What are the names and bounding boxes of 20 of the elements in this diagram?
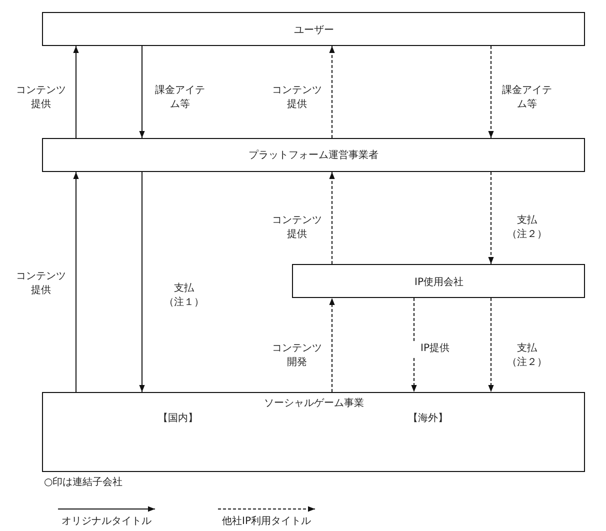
edge-label: コンテンツ開発 — [271, 342, 323, 369]
edge-label: コンテンツ提供 — [271, 84, 323, 111]
section-heading: 【海外】 — [408, 412, 448, 425]
process-box — [42, 138, 585, 172]
box-title: ソーシャルゲーム事業 — [264, 396, 364, 410]
box-title: ユーザー — [294, 24, 334, 37]
legend-label: 他社IP利用タイトル — [222, 514, 311, 528]
edge-label: コンテンツ提供 — [271, 214, 323, 241]
edge-label: 課金アイテム等 — [501, 84, 553, 111]
edge-label: コンテンツ提供 — [15, 270, 67, 297]
legend-label: オリジナルタイトル — [62, 515, 152, 528]
section-heading: 【国内】 — [158, 412, 198, 425]
edge-label: 課金アイテム等 — [154, 84, 206, 111]
box-title: IP使用会社 — [414, 276, 464, 289]
edge-label: コンテンツ提供 — [15, 84, 67, 111]
process-box — [42, 12, 585, 46]
process-box — [42, 392, 585, 472]
box-title: プラットフォーム運営事業者 — [248, 148, 378, 162]
process-box — [292, 264, 585, 298]
footnote: ○印は連結子会社 — [44, 476, 123, 489]
